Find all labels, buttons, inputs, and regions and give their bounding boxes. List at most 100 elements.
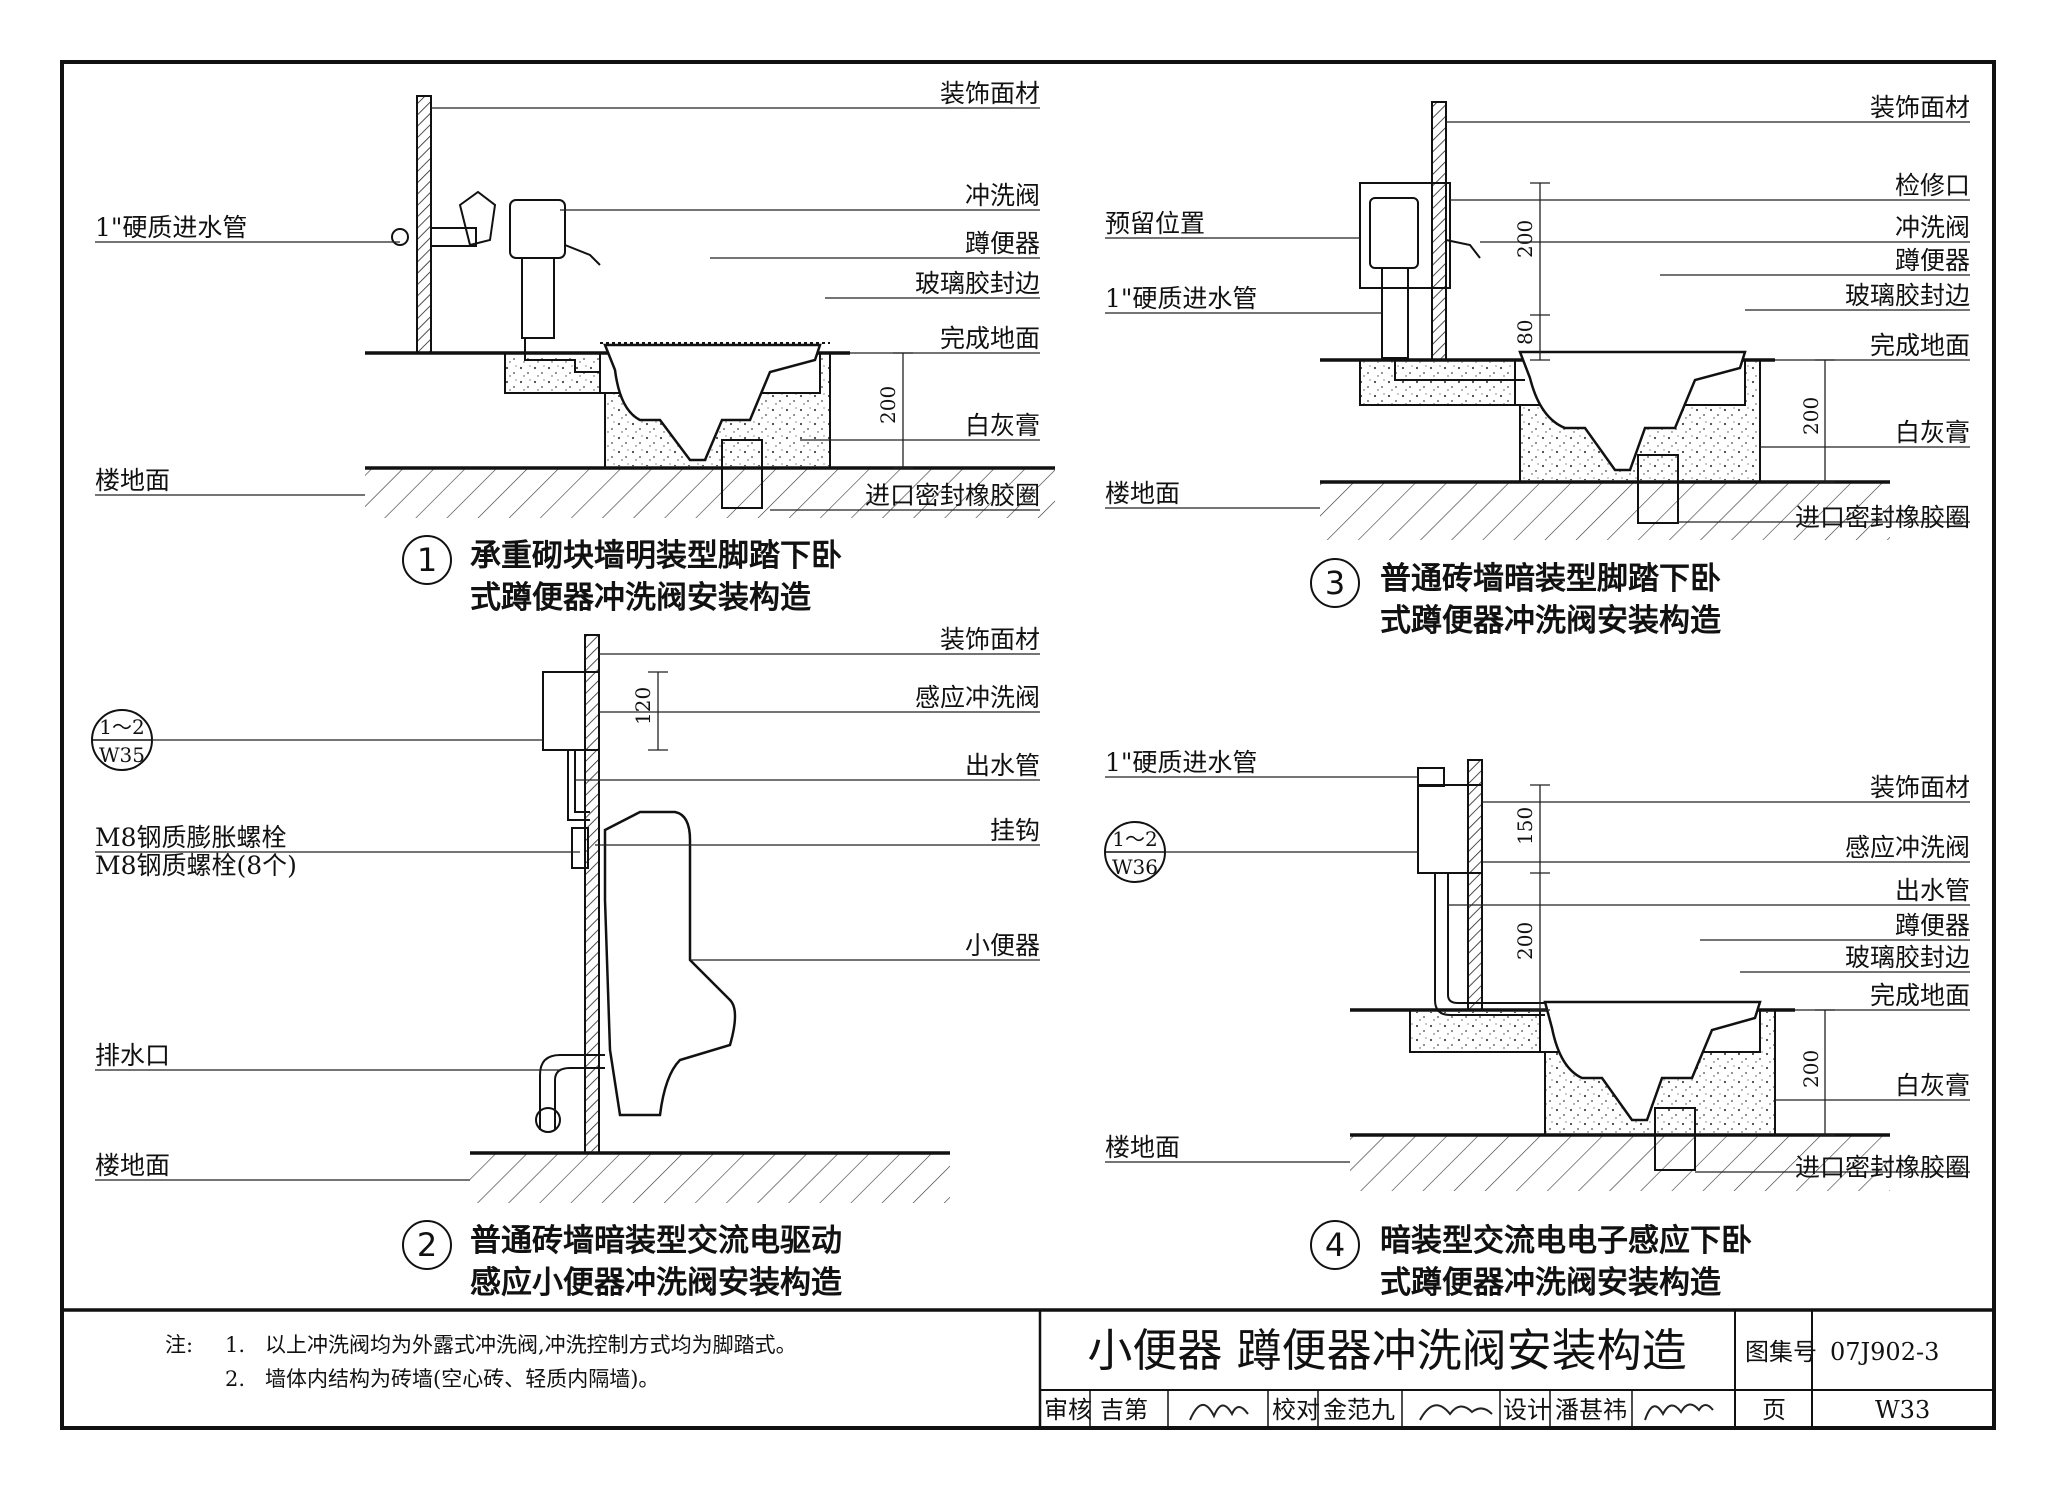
- detail-caption-line2: 式蹲便器冲洗阀安装构造: [1380, 603, 1721, 639]
- access-panel: [1359, 182, 1451, 289]
- label-steel-bolt: M8钢质螺栓(8个): [95, 851, 297, 880]
- wall: [1467, 759, 1483, 1011]
- label-lime-putty: 白灰膏: [1895, 418, 1970, 447]
- label-silicone-edge: 玻璃胶封边: [915, 269, 1040, 298]
- detail-caption-line2: 感应小便器冲洗阀安装构造: [470, 1265, 842, 1301]
- detail-caption-line1: 暗装型交流电电子感应下卧: [1380, 1223, 1752, 1259]
- floor-slab-hatch: [470, 1153, 950, 1203]
- detail-2: 120 1～2 W35 装饰面材 感应冲洗阀 出水管 挂钩 小便器 M8钢质膨胀…: [91, 625, 1040, 1301]
- foot-pedal: [1445, 239, 1481, 259]
- reference-top: 1～2: [99, 715, 144, 739]
- dim-150: 150: [1513, 807, 1537, 845]
- label-floor-slab: 楼地面: [1105, 479, 1180, 508]
- reference-top: 1～2: [1112, 827, 1157, 851]
- squat-toilet: [603, 343, 822, 462]
- label-outlet-pipe: 出水管: [965, 751, 1040, 780]
- notes-prefix: 注:: [165, 1333, 193, 1357]
- label-squat-toilet: 蹲便器: [1895, 246, 1970, 275]
- label-finish-material: 装饰面材: [940, 79, 1040, 108]
- design-label: 设计: [1503, 1396, 1551, 1424]
- label-finish-material: 装饰面材: [1870, 773, 1970, 802]
- sensor-flush-valve: [1417, 784, 1483, 874]
- label-finish-material: 装饰面材: [1870, 93, 1970, 122]
- flush-pipe: [524, 338, 600, 373]
- drain-pipe: [1637, 454, 1679, 524]
- label-floor-slab: 楼地面: [95, 1151, 170, 1180]
- inlet-pipe-end: [1417, 767, 1445, 787]
- detail-caption-line1: 普通砖墙暗装型交流电驱动: [470, 1223, 842, 1259]
- sheet-border: [60, 60, 1996, 1430]
- drawing-title: 小便器 蹲便器冲洗阀安装构造: [1087, 1324, 1686, 1377]
- label-finish-material: 装饰面材: [940, 625, 1040, 654]
- label-lime-putty: 白灰膏: [965, 411, 1040, 440]
- label-squat-toilet: 蹲便器: [1895, 911, 1970, 940]
- note-1-text: 以上冲洗阀均为外露式冲洗阀,冲洗控制方式均为脚踏式。: [265, 1333, 797, 1357]
- drain-pipe: [1654, 1107, 1696, 1171]
- flush-valve-body: [509, 199, 566, 259]
- design-name: 潘甚祎: [1555, 1396, 1627, 1424]
- page-number: W33: [1875, 1396, 1930, 1424]
- flush-valve-body: [1369, 197, 1419, 269]
- label-inlet-pipe: 1"硬质进水管: [1105, 748, 1257, 777]
- reference-bottom: W35: [99, 743, 145, 767]
- floor-slab-hatch: [1350, 1135, 1890, 1191]
- flush-pipe: [1381, 267, 1409, 359]
- label-silicone-edge: 玻璃胶封边: [1845, 943, 1970, 972]
- squat-toilet: [1543, 1000, 1762, 1122]
- floor-slab-hatch: [1320, 482, 1890, 540]
- outlet-pipe: [567, 750, 590, 821]
- label-expansion-bolt: M8钢质膨胀螺栓: [95, 823, 287, 852]
- label-rubber-seal: 进口密封橡胶圈: [1795, 503, 1970, 532]
- wall: [584, 634, 600, 1154]
- inlet-pipe-end: [391, 228, 409, 246]
- detail-number: 3: [1325, 564, 1345, 602]
- atlas-label: 图集号: [1745, 1338, 1817, 1366]
- reference-bottom: W36: [1112, 855, 1158, 879]
- note-2-text: 墙体内结构为砖墙(空心砖、轻质内隔墙)。: [265, 1367, 659, 1391]
- detail-number: 4: [1325, 1226, 1345, 1264]
- label-flush-valve: 冲洗阀: [1895, 213, 1970, 242]
- label-rubber-seal: 进口密封橡胶圈: [865, 481, 1040, 510]
- label-urinal: 小便器: [965, 931, 1040, 960]
- label-rubber-seal: 进口密封橡胶圈: [1795, 1153, 1970, 1182]
- detail-caption-line1: 承重砌块墙明装型脚踏下卧: [470, 538, 842, 574]
- dim-200-lower: 200: [1799, 1050, 1823, 1088]
- hook: [571, 827, 589, 869]
- dim-200-lower: 200: [1799, 397, 1823, 435]
- drain-pipe: [721, 439, 763, 509]
- label-reserved-position: 预留位置: [1105, 209, 1205, 238]
- vacuum-breaker-pipe: [521, 257, 555, 339]
- label-inlet-pipe: 1"硬质进水管: [95, 213, 247, 242]
- sensor-flush-valve: [542, 671, 600, 751]
- detail-3: 200 80 200 装饰面材 检修口 冲洗阀 蹲便器 玻璃胶封边 完成地面 白…: [1105, 93, 1970, 639]
- check-label: 校对: [1272, 1396, 1320, 1424]
- detail-caption-line1: 普通砖墙暗装型脚踏下卧: [1380, 561, 1721, 597]
- page-label: 页: [1762, 1396, 1786, 1424]
- note-1-number: 1.: [225, 1333, 245, 1357]
- detail-caption-line2: 式蹲便器冲洗阀安装构造: [1380, 1265, 1721, 1301]
- urinal: [603, 810, 737, 1117]
- title-block: 小便器 蹲便器冲洗阀安装构造 图集号 07J902-3 审核 吉第 校对 金范九…: [1038, 1310, 1994, 1428]
- label-sensor-flush-valve: 感应冲洗阀: [1845, 833, 1970, 862]
- notes: 注: 1. 以上冲洗阀均为外露式冲洗阀,冲洗控制方式均为脚踏式。 2. 墙体内结…: [165, 1333, 797, 1391]
- detail-number-circle: [402, 1220, 452, 1270]
- dim-120: 120: [631, 687, 655, 725]
- detail-1: 200 装饰面材 冲洗阀 蹲便器 玻璃胶封边 完成地面 白灰膏 进口密封橡胶圈 …: [95, 79, 1055, 616]
- dim-200-upper: 200: [1513, 922, 1537, 960]
- note-2-number: 2.: [225, 1367, 245, 1391]
- label-outlet-pipe: 出水管: [1895, 876, 1970, 905]
- label-silicone-edge: 玻璃胶封边: [1845, 281, 1970, 310]
- label-lime-putty: 白灰膏: [1895, 1071, 1970, 1100]
- dim-80: 80: [1513, 320, 1537, 345]
- check-name: 金范九: [1323, 1396, 1395, 1424]
- detail-number: 1: [417, 541, 437, 579]
- label-access-opening: 检修口: [1895, 171, 1970, 200]
- label-sensor-flush-valve: 感应冲洗阀: [915, 683, 1040, 712]
- label-hook: 挂钩: [990, 816, 1040, 845]
- design-signature: [1644, 1403, 1714, 1421]
- detail-4: 150 200 200 1～2 W36 装饰面材 感应冲洗阀 出水管 蹲便器 玻…: [1104, 748, 1970, 1301]
- review-name: 吉第: [1100, 1396, 1148, 1424]
- detail-number-circle: [402, 535, 452, 585]
